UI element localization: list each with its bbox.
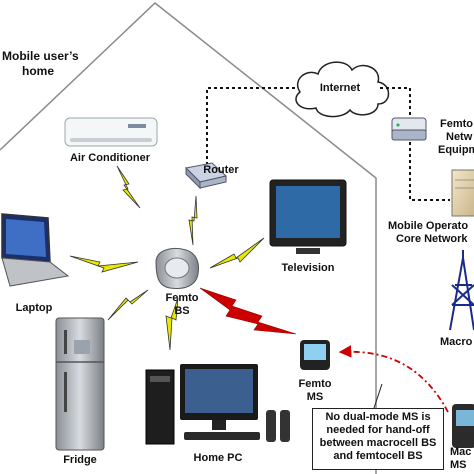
wireless-links <box>69 165 265 351</box>
home-label-line1: Mobile user’s <box>2 49 79 63</box>
wireless-link-pc <box>165 297 179 351</box>
macro-ms-label-2: MS <box>450 459 467 471</box>
house-outline <box>0 2 377 474</box>
macro-ms-phone-icon <box>452 404 474 448</box>
router-icon <box>184 162 228 190</box>
macro-bs-label: Macro <box>440 336 473 348</box>
television-label: Television <box>281 262 335 274</box>
home-label-line2: home <box>22 64 55 78</box>
home-pc-label: Home PC <box>193 452 243 464</box>
callout-pointer <box>373 383 383 409</box>
fridge-label: Fridge <box>63 454 97 466</box>
core-network-label-1: Mobile Operato <box>388 220 469 232</box>
fridge-icon <box>55 317 105 451</box>
wireless-link-ac <box>116 165 141 209</box>
handoff-callout: No dual-mode MS is needed for hand-off b… <box>312 408 444 470</box>
air-conditioner-label: Air Conditioner <box>69 152 151 164</box>
femto-ms-label-2: MS <box>306 391 324 403</box>
television-icon <box>269 179 347 254</box>
laptop-icon <box>1 213 70 287</box>
femto-ms-phone-icon <box>300 340 330 370</box>
femto-bs-label-2: BS <box>174 305 190 317</box>
wireless-link-router <box>188 195 198 246</box>
femto-equip-label-1: Femto <box>440 118 473 130</box>
internet-label: Internet <box>319 82 361 94</box>
core-network-label-2: Core Network <box>396 233 468 245</box>
internet-cloud-icon <box>295 61 390 118</box>
wireless-link-tv <box>209 237 265 269</box>
home-pc-icon <box>145 364 290 445</box>
wireless-link-fridge <box>107 289 149 321</box>
handoff-arrow <box>338 345 449 413</box>
femto-network-equipment-icon <box>391 117 427 141</box>
callout-line-1: No dual-mode MS is <box>325 411 431 423</box>
wired-links <box>206 87 450 201</box>
callout-line-4: and femtocell BS <box>333 450 423 462</box>
router-label: Router <box>203 164 239 176</box>
femto-equip-label-3: Equipm <box>438 144 474 156</box>
femto-equip-label-2: Netw <box>446 131 473 143</box>
wireless-link-laptop <box>69 255 139 273</box>
macro-bs-tower-icon <box>449 250 474 331</box>
callout-line-2: needed for hand-off <box>326 424 430 436</box>
femto-bs-icon <box>155 248 199 289</box>
macro-link-lightning <box>199 287 297 335</box>
air-conditioner-icon <box>64 117 158 147</box>
laptop-label: Laptop <box>15 302 53 314</box>
femto-ms-label-1: Femto <box>298 378 332 390</box>
femto-bs-label-1: Femto <box>165 292 199 304</box>
callout-line-3: between macrocell BS <box>319 437 437 449</box>
macro-ms-label-1: Mac <box>450 446 472 458</box>
core-network-server-icon <box>451 169 474 217</box>
